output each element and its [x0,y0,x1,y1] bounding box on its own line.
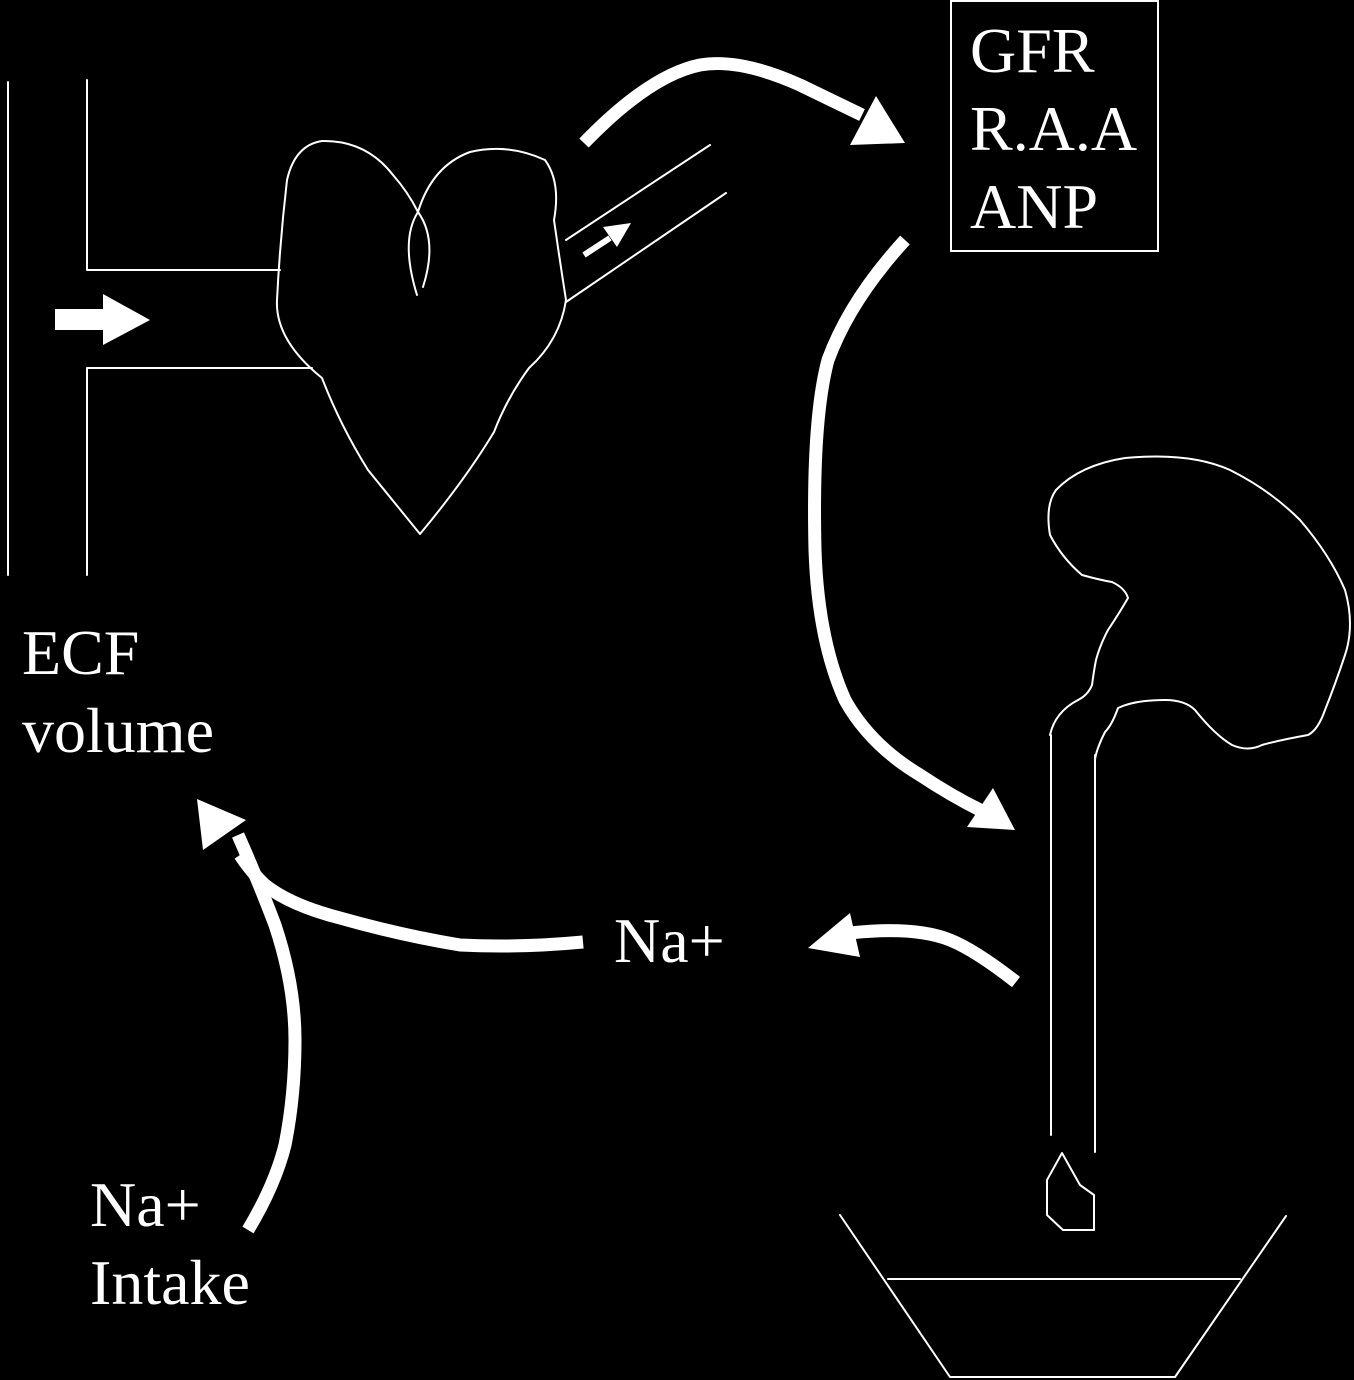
aortic-flow-arrow-shaft [584,238,610,255]
raa-label: R.A.A [970,90,1137,168]
sodium-intake-label: Na+ Intake [90,1166,250,1322]
heart-septum [409,212,430,295]
ecf-volume-label: ECF volume [22,614,214,770]
arrow-regulators-to-kidney-shaft [815,240,980,810]
arrow-regulators-to-kidney [815,240,1015,830]
container-outline [840,1215,1286,1377]
arrow-sodium-to-ecf-shaft [240,855,583,946]
gfr-label: GFR [970,12,1137,90]
heart-diagram [277,141,726,534]
kidney-diagram [1047,457,1350,1231]
urine-container [840,1215,1286,1377]
ecf-label-line2: volume [22,692,214,770]
ecf-label-line1: ECF [22,614,214,692]
vessel-diagram [8,80,312,575]
aorta-upper-wall [566,145,710,240]
anp-label: ANP [970,168,1137,246]
arrow-kidney-to-sodium-head [808,913,860,957]
arrow-heart-to-regulators-head [850,96,905,145]
arrow-kidney-to-sodium-shaft [850,931,1016,982]
arrow-heart-to-regulators [584,64,905,145]
sodium-reabsorbed-label: Na+ [614,902,725,980]
sodium-intake-line2: Intake [90,1244,250,1322]
sodium-intake-line1: Na+ [90,1166,250,1244]
regulators-box-labels: GFR R.A.A ANP [970,12,1137,246]
vessel-lower-wall [87,368,312,575]
arrow-heart-to-regulators-shaft [584,64,862,143]
flow-arrow-icon [55,294,150,345]
vessel-upper-wall [87,80,280,270]
urine-drop-icon [1047,1153,1094,1230]
kidney-outline [1048,457,1350,761]
heart-outline [277,141,566,534]
arrow-kidney-to-sodium [808,913,1016,982]
